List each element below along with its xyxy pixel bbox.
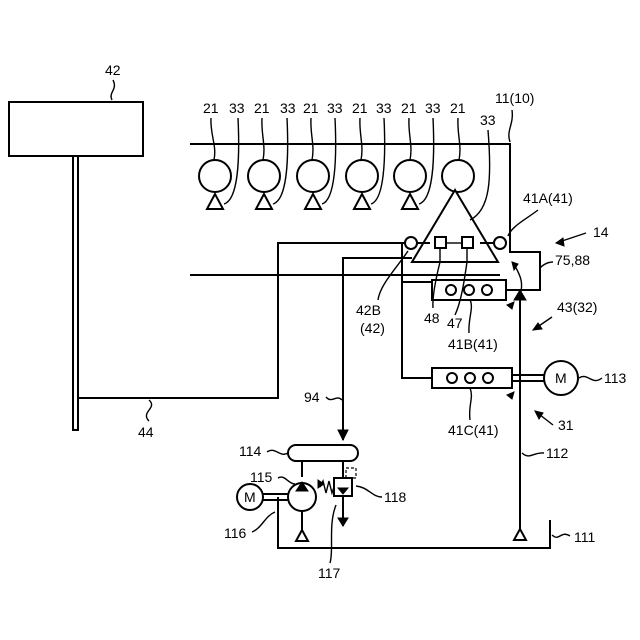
arrow-94 <box>338 430 348 440</box>
label-engine: 11(10) <box>495 90 534 106</box>
label-33-pump: 33 <box>480 112 496 128</box>
label-48: 48 <box>424 310 440 326</box>
injector-33 <box>305 194 321 209</box>
element-48 <box>435 237 446 248</box>
inlet-111 <box>514 529 526 540</box>
label-42: 42 <box>105 62 121 78</box>
main-line-43 <box>402 282 432 378</box>
label-43: 43(32) <box>557 299 597 315</box>
label-31: 31 <box>558 417 574 433</box>
shaft-116 <box>262 494 288 500</box>
label-94: 94 <box>304 389 320 405</box>
label-21: 21 <box>401 100 417 116</box>
label-44: 44 <box>138 424 154 440</box>
label-42b-2: (42) <box>360 320 385 336</box>
cylinder-21 <box>199 160 231 192</box>
cylinder-21 <box>297 160 329 192</box>
cylinder-21 <box>248 160 280 192</box>
label-115: 115 <box>250 469 273 485</box>
motor-116-label: M <box>244 489 256 505</box>
label-21: 21 <box>254 100 270 116</box>
cooler-114 <box>288 445 358 461</box>
injector-33 <box>354 194 370 209</box>
label-33: 33 <box>327 100 343 116</box>
label-41c: 41C(41) <box>448 422 499 438</box>
leader-42 <box>111 80 114 100</box>
leader-lines <box>211 118 460 204</box>
sensor-42b <box>405 237 417 249</box>
relief-valve-pilot <box>346 468 356 478</box>
leader-engine <box>509 110 512 142</box>
label-33: 33 <box>425 100 441 116</box>
label-41a: 41A(41) <box>523 190 573 206</box>
injector-33 <box>256 194 272 209</box>
label-21: 21 <box>203 100 219 116</box>
element-47 <box>462 237 473 248</box>
label-33: 33 <box>229 100 245 116</box>
label-21: 21 <box>303 100 319 116</box>
label-47: 47 <box>447 315 463 331</box>
label-112: 112 <box>546 445 569 461</box>
pump-115-suction <box>296 530 308 541</box>
cylinder-21 <box>442 160 474 192</box>
label-116: 116 <box>224 525 247 541</box>
label-14: 14 <box>593 224 609 240</box>
label-114: 114 <box>239 443 262 459</box>
label-33: 33 <box>376 100 392 116</box>
label-41b: 41B(41) <box>448 336 498 352</box>
tank-pipe <box>73 156 78 430</box>
tank-42 <box>9 102 143 156</box>
top-labels: 21 33 21 33 21 33 21 33 21 33 21 <box>203 100 466 116</box>
supply-line-44 <box>78 243 405 398</box>
motor-113-label: M <box>555 370 567 386</box>
shaft-113 <box>512 375 544 381</box>
label-21: 21 <box>450 100 466 116</box>
injector-33 <box>402 194 418 209</box>
cylinder-21 <box>346 160 378 192</box>
label-75-88: 75,88 <box>555 252 590 268</box>
label-42b-1: 42B <box>356 302 381 318</box>
sensor-41a <box>494 237 506 249</box>
label-21: 21 <box>352 100 368 116</box>
label-111: 111 <box>574 529 595 545</box>
tank-111 <box>278 497 550 548</box>
cylinder-21 <box>394 160 426 192</box>
label-113: 113 <box>604 370 627 386</box>
label-33: 33 <box>280 100 296 116</box>
label-118: 118 <box>384 489 407 505</box>
label-117: 117 <box>318 565 341 581</box>
injector-33 <box>207 194 223 209</box>
